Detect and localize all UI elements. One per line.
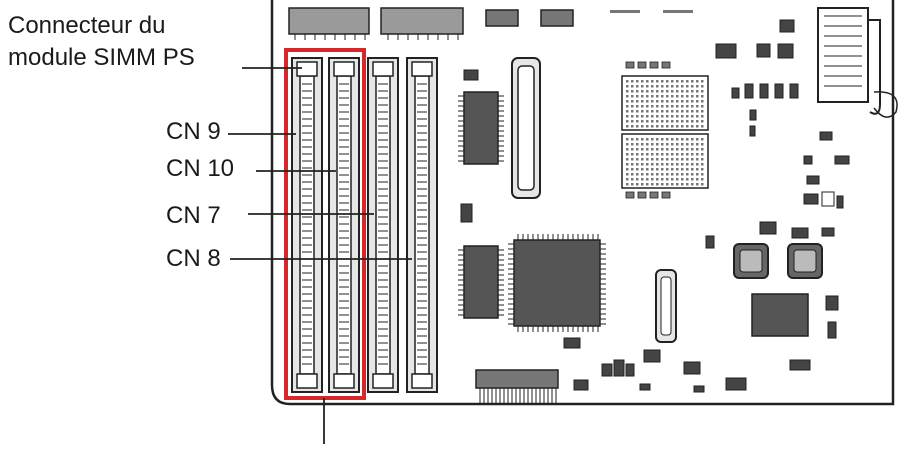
cn7-label: CN 7	[166, 202, 221, 229]
simm-slot-cn9	[291, 57, 323, 393]
simm-slot-cn10	[328, 57, 360, 393]
square-socket-1	[733, 243, 769, 279]
top-connector-2	[380, 7, 464, 35]
small-part-b	[460, 203, 473, 223]
ps-simm-highlight	[284, 48, 366, 400]
small-part-a	[463, 69, 479, 81]
chip-ic-upper	[463, 91, 499, 165]
cn10-label: CN 10	[166, 155, 235, 182]
square-socket-2	[787, 243, 823, 279]
simm-connector-label-line1: Connecteur du	[8, 12, 166, 39]
top-dots	[610, 10, 693, 13]
slot-contacts	[302, 83, 427, 365]
simm-slot-cn7	[367, 57, 399, 393]
top-connectors	[288, 7, 574, 35]
small-components	[573, 19, 850, 393]
memory-grid-lower	[621, 133, 709, 189]
chip-lower-right	[751, 293, 809, 337]
cn8-label: CN 8	[166, 245, 221, 272]
chip-ic-lower	[463, 245, 499, 319]
top-connector-pins	[294, 34, 459, 40]
top-connector-3	[485, 9, 519, 27]
leader-lines	[228, 67, 412, 444]
ribbon-connector	[475, 369, 559, 389]
small-connector	[655, 269, 677, 343]
cn9-label: CN 9	[166, 118, 221, 145]
simm-slot-cn8	[406, 57, 438, 393]
memory-grid-upper	[621, 75, 709, 131]
scsi-connector	[511, 57, 541, 199]
edge-connector	[817, 7, 898, 118]
board-outline	[270, 0, 895, 406]
top-connector-1	[288, 7, 370, 35]
top-connector-4	[540, 9, 574, 27]
cpu-chip	[513, 239, 601, 327]
grid-pads	[625, 61, 671, 199]
small-part-c	[563, 337, 581, 349]
simm-connector-label-line2: module SIMM PS	[8, 44, 195, 71]
